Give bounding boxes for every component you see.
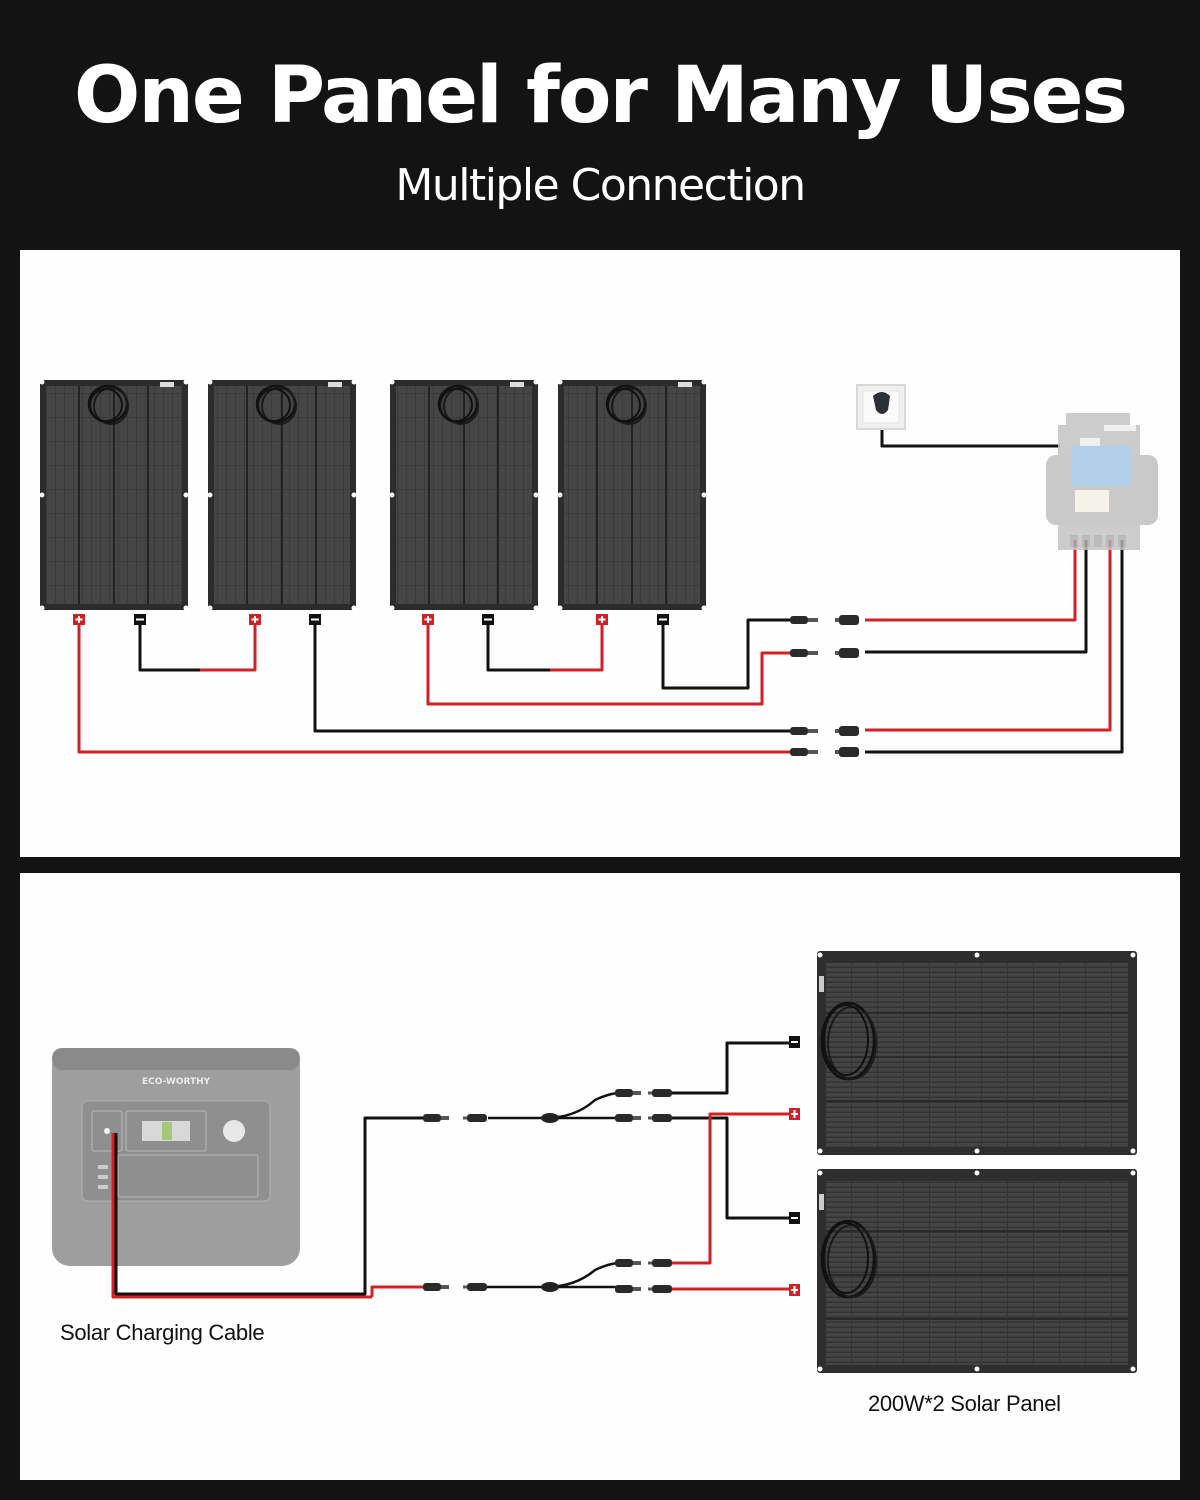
solar-charging-cable-label: Solar Charging Cable: [60, 1320, 265, 1345]
negative-terminal-icon: [657, 614, 669, 625]
solar-panel-3: [389, 379, 539, 611]
terminal-markers-top: [73, 614, 669, 625]
page-subtitle: Multiple Connection: [395, 160, 806, 211]
negative-terminal-icon: [482, 614, 494, 625]
y-branch-connectors: [423, 1089, 672, 1293]
solar-panel-200w-1: [817, 951, 1137, 1155]
positive-terminal-icon: [422, 614, 434, 625]
solar-panel-label: 200W*2 Solar Panel: [868, 1391, 1061, 1416]
device-brand: ECO-WORTHY: [142, 1077, 211, 1087]
negative-terminal-icon: [789, 1036, 800, 1048]
wiring-diagram-bottom: ECO-WORTHY: [52, 951, 1137, 1373]
microinverter-icon: [1046, 413, 1158, 550]
diagram-power-station-connection: ECO-WORTHY: [20, 873, 1180, 1480]
negative-terminal-icon: [134, 614, 146, 625]
wall-socket-icon: [856, 384, 906, 430]
wiring-diagram-top: [39, 379, 1158, 757]
positive-terminal-icon: [73, 614, 85, 625]
positive-terminal-icon: [249, 614, 261, 625]
diagram-microinverter-connection: [20, 250, 1180, 857]
positive-terminal-icon: [789, 1284, 800, 1296]
wires-top: [77, 428, 1124, 754]
page-title: One Panel for Many Uses: [74, 51, 1128, 141]
terminal-markers-bottom: [789, 1036, 800, 1296]
solar-panel-4: [557, 379, 707, 611]
negative-terminal-icon: [789, 1212, 800, 1224]
negative-terminal-icon: [309, 614, 321, 625]
solar-panel-2: [207, 379, 357, 611]
mc4-connectors-top: [790, 615, 859, 757]
portable-power-station: ECO-WORTHY: [52, 1048, 300, 1266]
positive-terminal-icon: [596, 614, 608, 625]
positive-terminal-icon: [789, 1108, 800, 1120]
solar-panel-1: [39, 379, 189, 611]
solar-panel-200w-2: [817, 1169, 1137, 1373]
